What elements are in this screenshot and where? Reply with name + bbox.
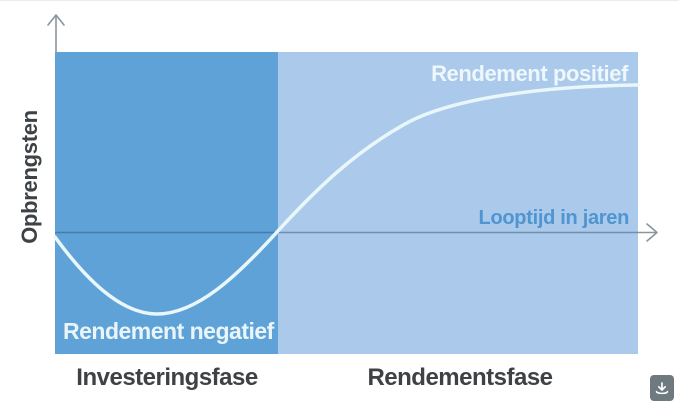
y-axis-arrow-head-icon	[47, 14, 65, 26]
y-axis-label: Opbrengsten	[17, 110, 42, 244]
download-icon	[655, 381, 669, 394]
phase-label-rendementsfase: Rendementsfase	[367, 364, 553, 391]
plot-area: Rendement positief Looptijd in jaren Ren…	[55, 52, 638, 354]
x-axis-arrow-head-icon	[646, 223, 658, 242]
x-axis-label: Looptijd in jaren	[478, 207, 630, 229]
phase-label-investeringsfase: Investeringsfase	[76, 364, 258, 391]
investment-phase-region	[55, 52, 278, 354]
download-button[interactable]	[650, 375, 674, 401]
annotation-rendement-negatief: Rendement negatief	[63, 318, 274, 344]
return-phase-region	[278, 52, 638, 354]
annotation-rendement-positief: Rendement positief	[431, 61, 628, 86]
